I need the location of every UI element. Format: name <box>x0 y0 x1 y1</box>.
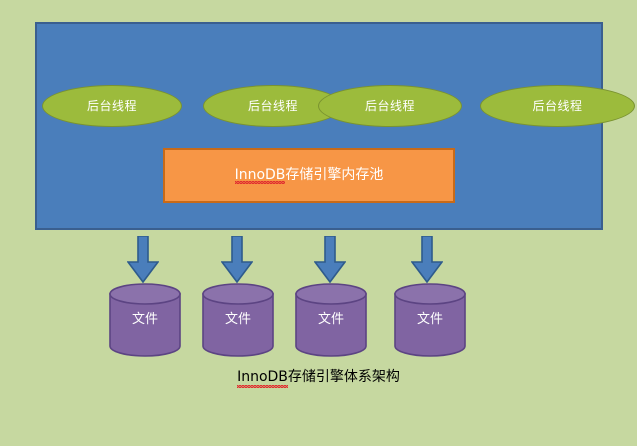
file-cylinder-4: 文件 <box>394 283 466 357</box>
background-thread-row: 后台线程 后台线程 后台线程 后台线程 <box>37 85 635 127</box>
figure-caption-latin: InnoDB <box>237 369 288 388</box>
memory-pool-label-cjk: 存储引擎内存池 <box>285 167 384 183</box>
background-thread-label: 后台线程 <box>247 99 298 113</box>
background-thread-node-3: 后台线程 <box>318 85 462 127</box>
flow-arrow-2 <box>221 236 253 284</box>
file-cylinder-3: 文件 <box>295 283 367 357</box>
figure-caption: InnoDB存储引擎体系架构 <box>0 366 637 388</box>
file-cylinder-1: 文件 <box>109 283 181 357</box>
flow-arrow-3 <box>314 236 346 284</box>
background-thread-label: 后台线程 <box>364 99 415 113</box>
file-cylinder-2: 文件 <box>202 283 274 357</box>
memory-pool-label-latin: InnoDB <box>234 167 286 184</box>
cylinder-shape-icon <box>109 283 181 357</box>
figure-caption-text: InnoDB存储引擎体系架构 <box>237 369 400 388</box>
cylinder-shape-icon <box>295 283 367 357</box>
cylinder-shape-icon <box>394 283 466 357</box>
background-thread-node-1: 后台线程 <box>42 85 182 127</box>
background-thread-node-4: 后台线程 <box>480 85 635 127</box>
flow-arrow-1 <box>127 236 159 284</box>
cylinder-shape-icon <box>202 283 274 357</box>
background-thread-label: 后台线程 <box>532 99 583 113</box>
background-thread-label: 后台线程 <box>86 99 137 113</box>
figure-caption-cjk: 存储引擎体系架构 <box>287 369 400 385</box>
memory-pool-label: InnoDB存储引擎内存池 <box>234 167 384 184</box>
memory-pool-node: InnoDB存储引擎内存池 <box>163 148 455 203</box>
flow-arrow-4 <box>411 236 443 284</box>
